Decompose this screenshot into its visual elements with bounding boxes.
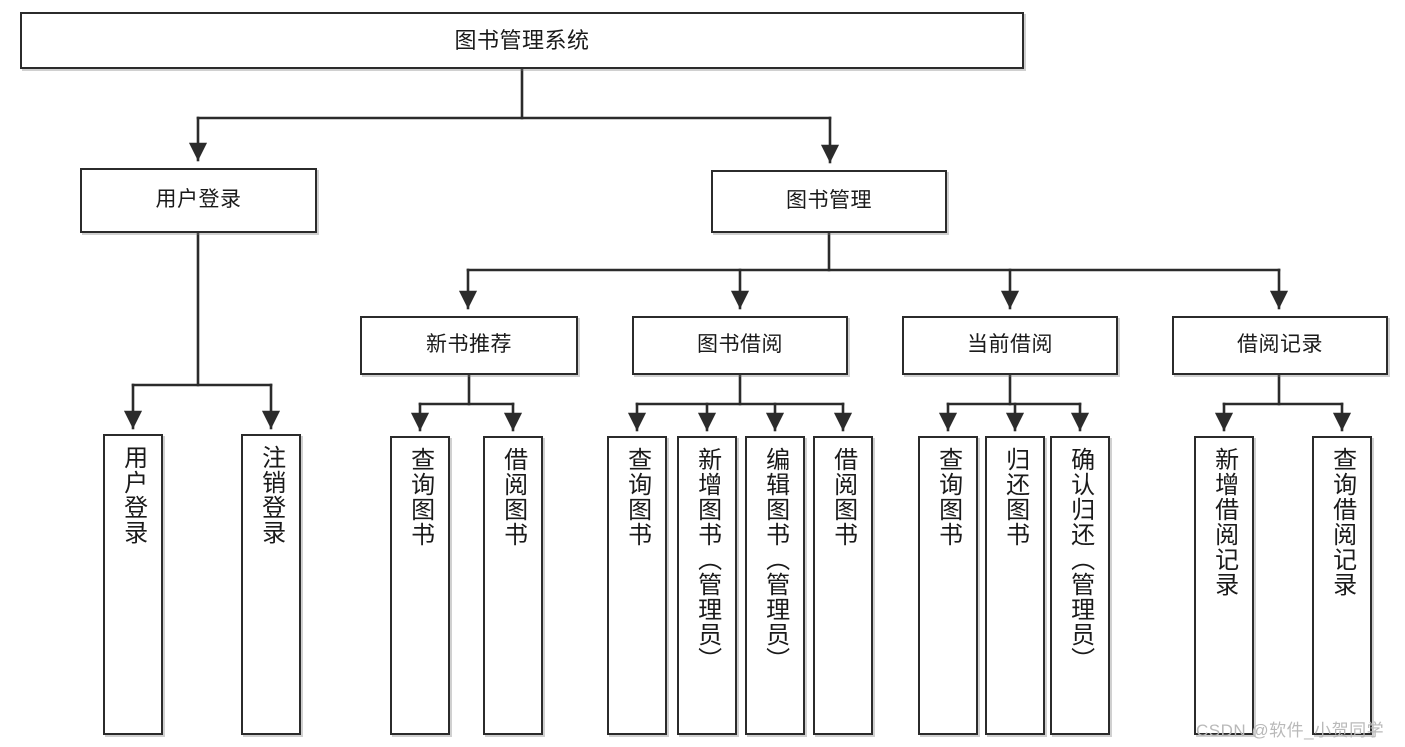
node-label: 新增图书（管理员） bbox=[693, 447, 721, 672]
node-leaf-query-book-3[interactable]: 查询图书 bbox=[918, 436, 978, 735]
node-label: 确认归还（管理员） bbox=[1066, 447, 1094, 672]
node-label: 借阅图书 bbox=[499, 447, 527, 547]
node-leaf-borrow-book-1[interactable]: 借阅图书 bbox=[483, 436, 543, 735]
node-leaf-query-book-1[interactable]: 查询图书 bbox=[390, 436, 450, 735]
node-book-management[interactable]: 图书管理 bbox=[711, 170, 947, 233]
node-leaf-borrow-book-2[interactable]: 借阅图书 bbox=[813, 436, 873, 735]
node-label: 借阅图书 bbox=[829, 447, 857, 547]
node-label: 归还图书 bbox=[1001, 447, 1029, 547]
node-label: 注销登录 bbox=[257, 445, 285, 545]
node-label: 图书借阅 bbox=[697, 333, 783, 357]
node-label: 查询图书 bbox=[934, 447, 962, 547]
node-leaf-query-book-2[interactable]: 查询图书 bbox=[607, 436, 667, 735]
node-label: 编辑图书（管理员） bbox=[761, 447, 789, 672]
node-label: 当前借阅 bbox=[967, 333, 1053, 357]
node-label: 用户登录 bbox=[155, 188, 242, 212]
node-leaf-logout-login[interactable]: 注销登录 bbox=[241, 434, 301, 735]
node-leaf-add-book-admin[interactable]: 新增图书（管理员） bbox=[677, 436, 737, 735]
node-root-book-management-system[interactable]: 图书管理系统 bbox=[20, 12, 1024, 69]
node-user-login[interactable]: 用户登录 bbox=[80, 168, 317, 233]
node-leaf-confirm-return-admin[interactable]: 确认归还（管理员） bbox=[1050, 436, 1110, 735]
node-current-borrow[interactable]: 当前借阅 bbox=[902, 316, 1118, 375]
node-label: 新增借阅记录 bbox=[1210, 447, 1238, 597]
node-new-book-recommend[interactable]: 新书推荐 bbox=[360, 316, 578, 375]
node-book-borrow[interactable]: 图书借阅 bbox=[632, 316, 848, 375]
node-label: 新书推荐 bbox=[426, 333, 512, 357]
node-leaf-return-book[interactable]: 归还图书 bbox=[985, 436, 1045, 735]
node-label: 查询图书 bbox=[623, 447, 651, 547]
node-label: 图书管理 bbox=[786, 189, 872, 213]
node-leaf-query-borrow-record[interactable]: 查询借阅记录 bbox=[1312, 436, 1372, 735]
node-label: 查询图书 bbox=[406, 447, 434, 547]
node-label: 借阅记录 bbox=[1237, 333, 1323, 357]
node-leaf-edit-book-admin[interactable]: 编辑图书（管理员） bbox=[745, 436, 805, 735]
node-leaf-user-login[interactable]: 用户登录 bbox=[103, 434, 163, 735]
node-borrow-record[interactable]: 借阅记录 bbox=[1172, 316, 1388, 375]
node-label: 用户登录 bbox=[119, 445, 147, 545]
node-label: 图书管理系统 bbox=[454, 27, 590, 53]
node-leaf-add-borrow-record[interactable]: 新增借阅记录 bbox=[1194, 436, 1254, 735]
node-label: 查询借阅记录 bbox=[1328, 447, 1356, 597]
